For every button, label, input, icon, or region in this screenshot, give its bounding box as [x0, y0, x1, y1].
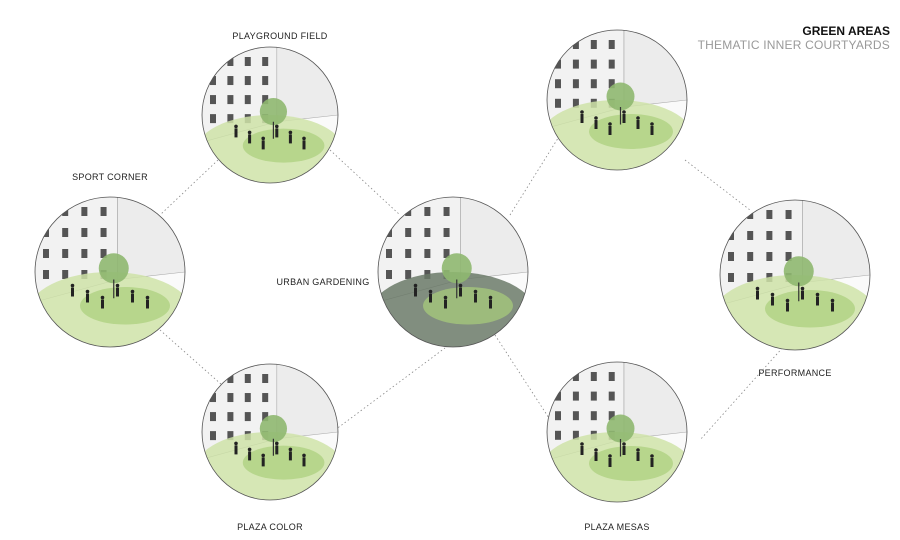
labels: PLAYGROUND FIELD SPORT CORNER URBAN GARD…	[72, 31, 831, 532]
label-performance: PERFORMANCE	[758, 368, 831, 378]
vignette-border	[546, 29, 688, 171]
diagram-subtitle: THEMATIC INNER COURTYARDS	[697, 38, 890, 52]
vignette-urban	[378, 197, 528, 347]
connector-line	[334, 347, 446, 431]
vignette-sport	[35, 197, 185, 347]
connector-line	[699, 344, 786, 441]
vignette-border	[719, 199, 871, 351]
vignette-border	[377, 196, 529, 348]
diagram-title: GREEN AREAS	[802, 24, 890, 38]
label-plaza-color: PLAZA COLOR	[237, 522, 303, 532]
vignette-border	[546, 361, 688, 503]
connector-line	[509, 134, 561, 216]
vignette-border	[201, 363, 339, 501]
vignette-plazacolor	[202, 364, 338, 500]
label-playground-field: PLAYGROUND FIELD	[232, 31, 327, 41]
connector-line	[159, 159, 219, 216]
connector-line	[329, 149, 401, 216]
label-sport-corner: SPORT CORNER	[72, 172, 148, 182]
connector-line	[159, 329, 223, 386]
vignette-topright	[547, 30, 687, 170]
connector-line	[684, 159, 751, 211]
vignette-performance	[720, 200, 870, 350]
vignette-plazamesas	[547, 362, 687, 502]
vignette-border	[34, 196, 186, 348]
label-urban-gardening: URBAN GARDENING	[276, 277, 369, 287]
connector-lines	[159, 134, 786, 441]
title-block: GREEN AREAS THEMATIC INNER COURTYARDS	[698, 24, 890, 52]
vignette-border	[201, 46, 339, 184]
label-plaza-mesas: PLAZA MESAS	[584, 522, 649, 532]
vignette-playground	[202, 47, 338, 183]
